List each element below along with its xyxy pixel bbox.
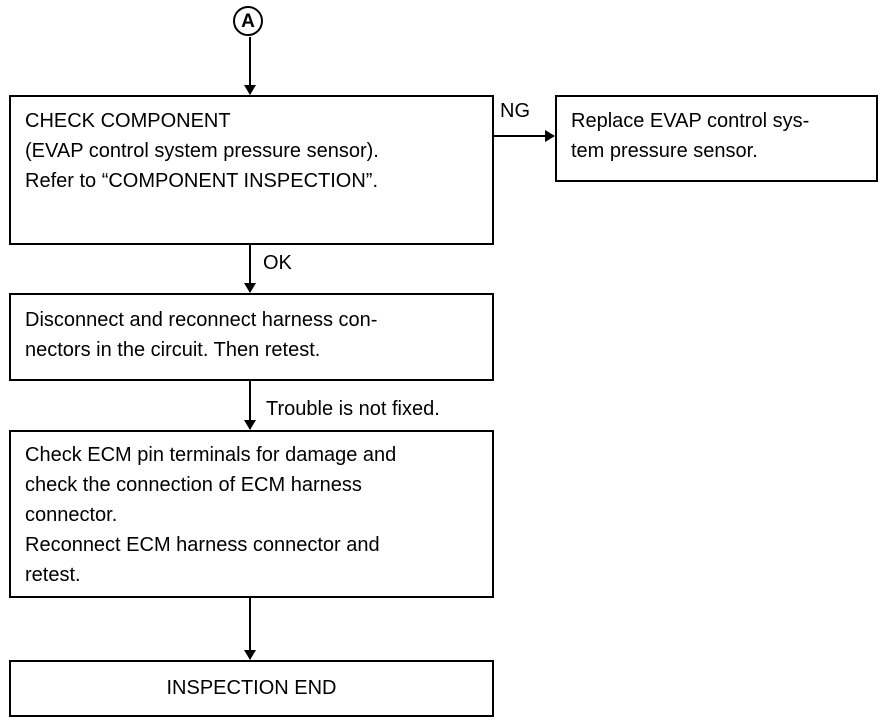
replace-sensor-box: Replace EVAP control sys- tem pressure s… [555, 95, 878, 182]
ng-label: NG [500, 100, 530, 122]
check-component-line-1: CHECK COMPONENT [25, 110, 231, 132]
check-ecm-line-1: Check ECM pin terminals for damage and [25, 444, 397, 466]
replace-sensor-line-2: tem pressure sensor. [571, 140, 758, 162]
inspection-end-box: INSPECTION END [9, 660, 494, 717]
check-ecm-box: Check ECM pin terminals for damage and c… [9, 430, 494, 598]
inspection-end-label: INSPECTION END [166, 677, 337, 699]
check-component-box: CHECK COMPONENT (EVAP control system pre… [9, 95, 494, 245]
ok-label: OK [263, 252, 292, 274]
reconnect-harness-line-2: nectors in the circuit. Then retest. [25, 339, 321, 361]
check-ecm-line-3: connector. [25, 504, 118, 526]
trouble-not-fixed-label: Trouble is not fixed. [266, 398, 440, 420]
check-component-line-3: Refer to “COMPONENT INSPECTION”. [25, 170, 379, 192]
check-ecm-line-5: retest. [25, 564, 81, 586]
replace-sensor-line-1: Replace EVAP control sys- [571, 110, 810, 132]
check-ecm-line-2: check the connection of ECM harness [25, 474, 362, 496]
check-ecm-line-4: Reconnect ECM harness connector and [25, 534, 380, 556]
reconnect-harness-box: Disconnect and reconnect harness con- ne… [9, 293, 494, 381]
reconnect-harness-line-1: Disconnect and reconnect harness con- [25, 309, 378, 331]
check-component-line-2: (EVAP control system pressure sensor). [25, 140, 379, 162]
connector-a-symbol: A [233, 6, 263, 36]
